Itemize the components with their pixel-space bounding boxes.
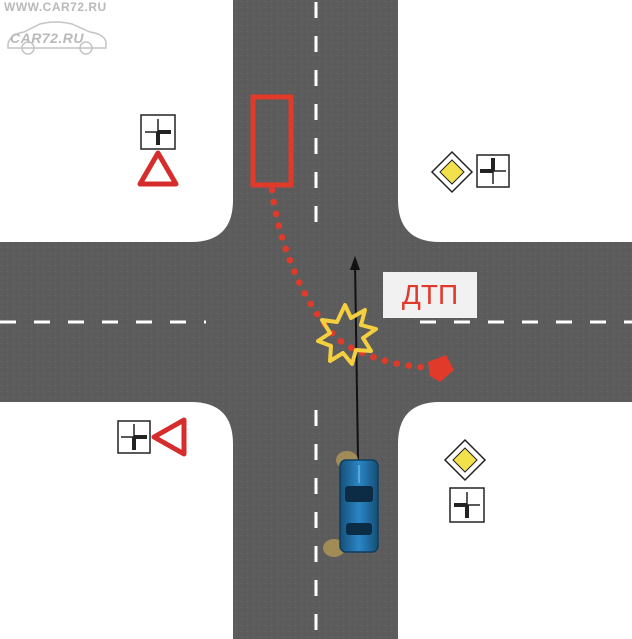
watermark-car-icon: [7, 21, 107, 55]
trajectory-arrowhead-icon: [428, 355, 454, 382]
watermark-url: WWW.CAR72.RU: [4, 0, 107, 14]
priority-road-sign-icon: [443, 438, 487, 482]
other-vehicle-outline: [250, 94, 294, 188]
car-trajectory-arrow: [350, 256, 360, 461]
watermark-logo-text: CAR72.RU: [10, 30, 85, 46]
intersection-plate-icon: [449, 487, 485, 523]
intersection-plate-icon: [117, 420, 151, 454]
intersection-plate-icon: [476, 154, 510, 188]
crash-label: ДТП: [383, 272, 477, 318]
yield-sign-icon: [151, 417, 187, 457]
other-vehicle-trajectory: [268, 186, 436, 372]
yield-sign-icon: [137, 150, 179, 187]
blue-car-icon: [323, 451, 379, 557]
intersection-plate-icon: [140, 114, 176, 150]
crash-star-icon: [316, 303, 378, 366]
priority-road-sign-icon: [430, 150, 474, 194]
